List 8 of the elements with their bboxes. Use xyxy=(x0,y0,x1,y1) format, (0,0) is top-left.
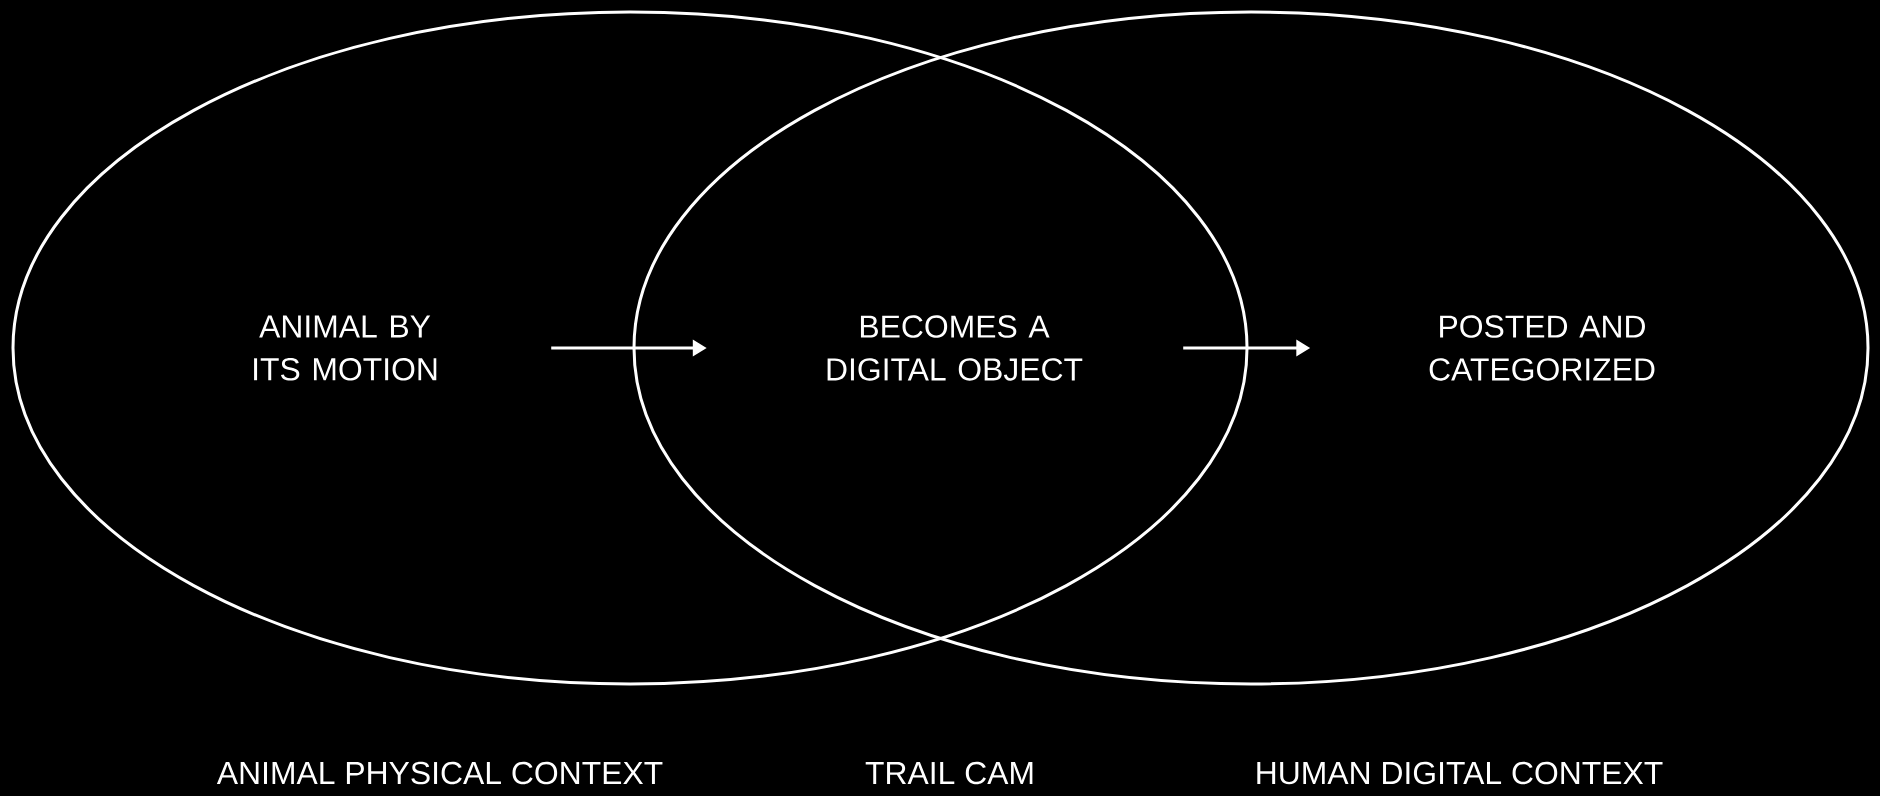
step-text: BECOMES A DIGITAL OBJECT xyxy=(827,315,1083,381)
step-text: ANIMAL BY ITS MOTION xyxy=(254,315,437,381)
venn-ellipse xyxy=(632,10,1870,686)
context-label: ANIMAL PHYSICAL CONTEXT xyxy=(216,761,663,785)
venn-ellipse xyxy=(11,10,1249,686)
step-text: POSTED AND CATEGORIZED xyxy=(1429,315,1655,381)
context-label: HUMAN DIGITAL CONTEXT xyxy=(1257,761,1663,785)
context-label: TRAIL CAM xyxy=(865,761,1033,785)
